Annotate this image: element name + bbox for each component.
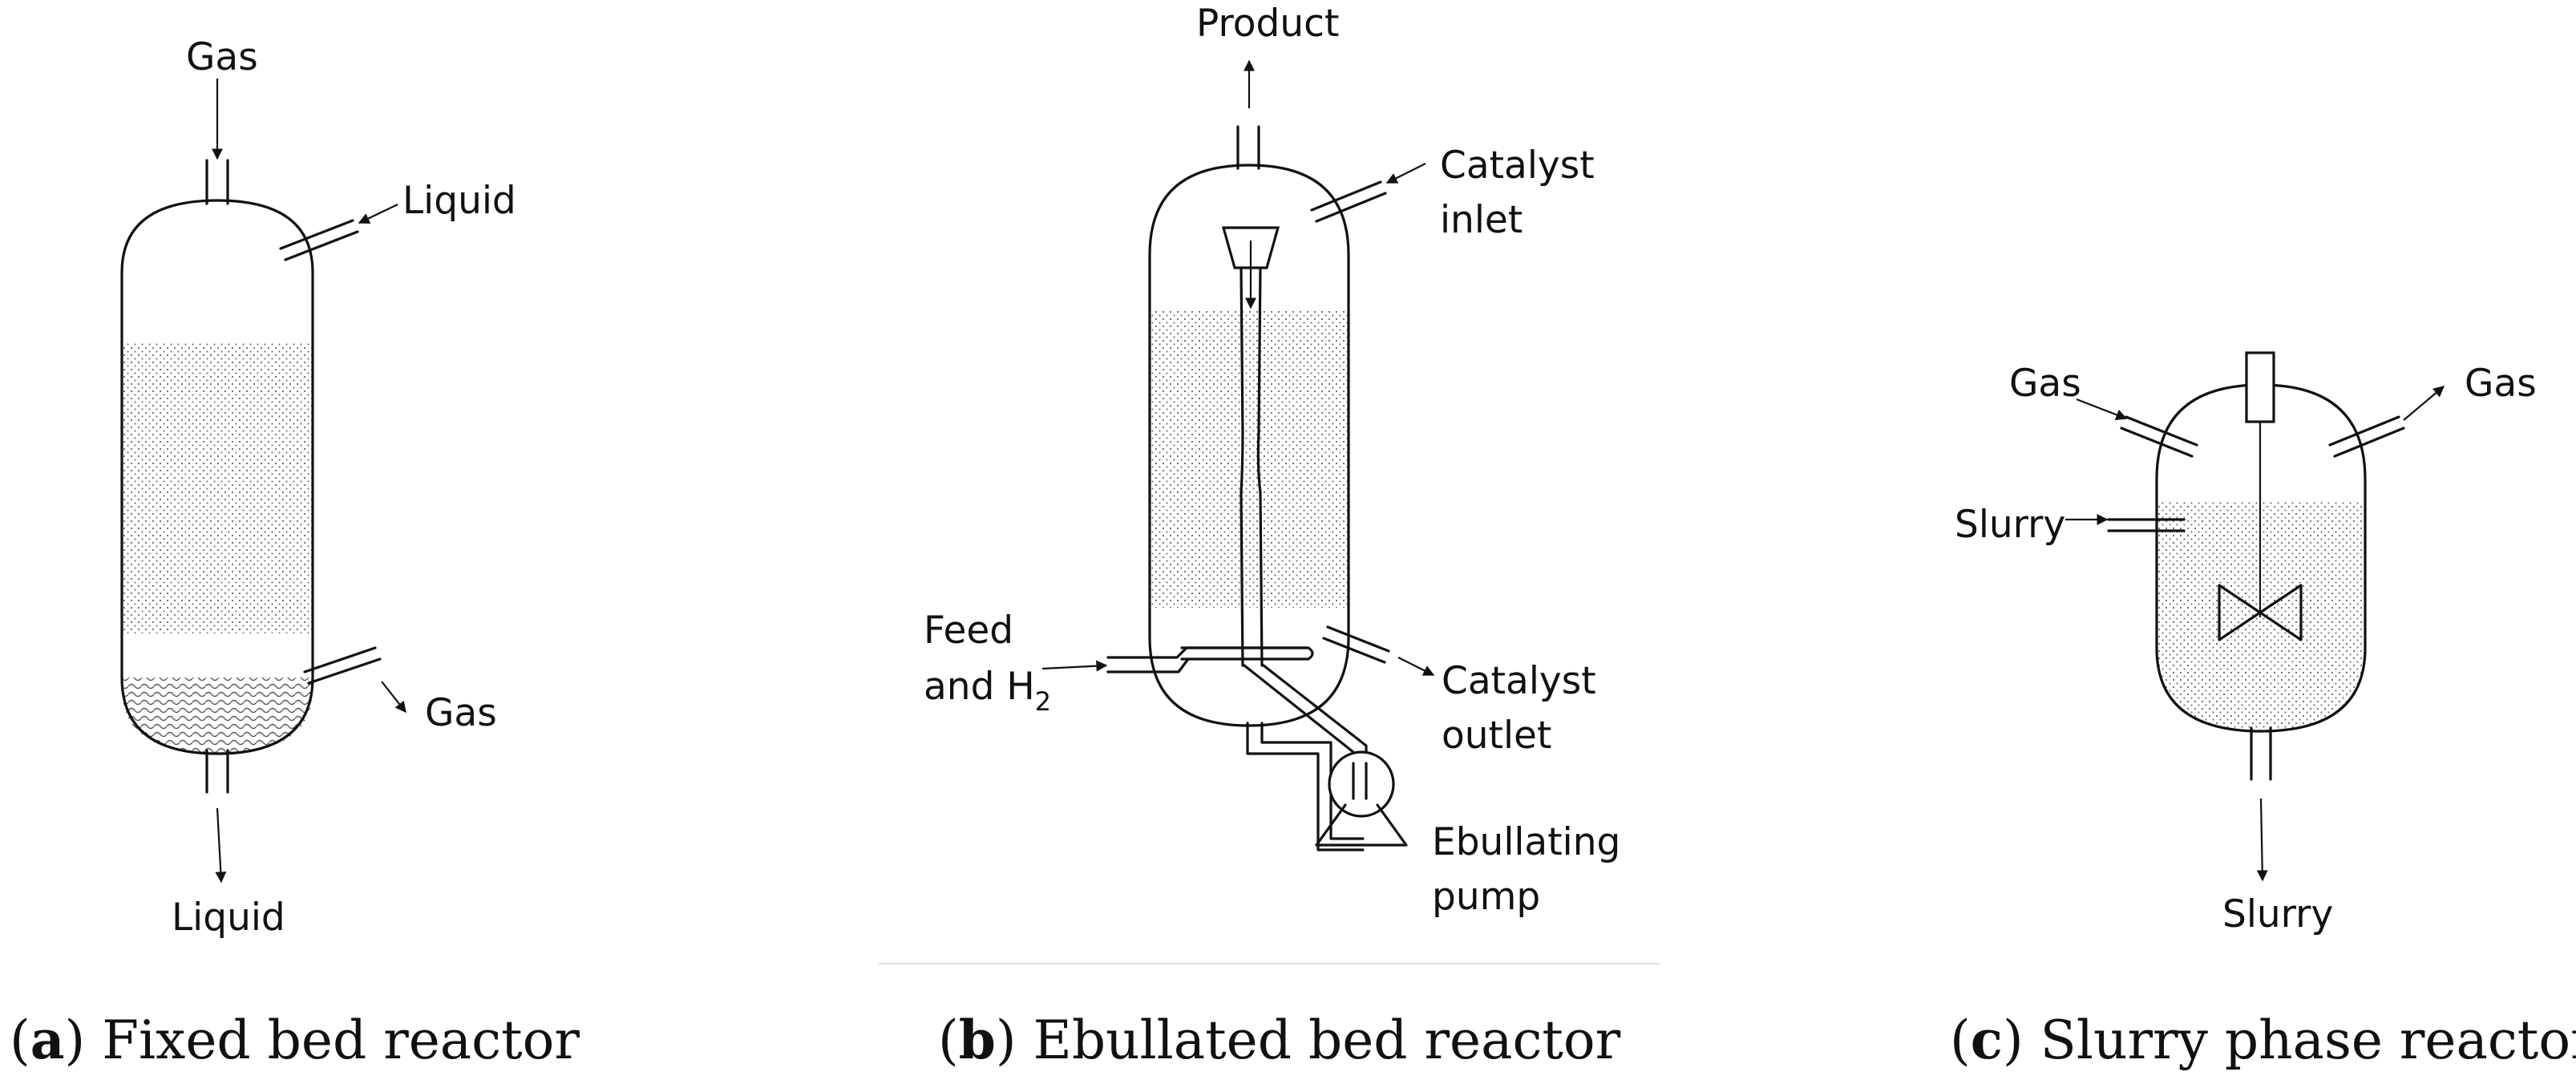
fixed-gas-outlet-label: Gas (425, 691, 497, 735)
caption-a: (a) Fixed bed reactor (10, 1009, 580, 1071)
fixed-liquid-outlet-label: Liquid (172, 896, 285, 940)
fixed-gas-inlet-label: Gas (186, 35, 258, 79)
slurry-gas-inlet-label: Gas (2009, 362, 2081, 406)
caption-c: (c) Slurry phase reactor (1950, 1009, 2576, 1071)
stirrer-motor (2245, 351, 2275, 423)
slurry-gas-outlet-label: Gas (2465, 362, 2537, 406)
caption-b: (b) Ebullated bed reactor (938, 1009, 1621, 1071)
pump-label-line2: pump (1432, 875, 1540, 919)
slurry-vessel (2155, 383, 2367, 733)
fixed-bed-vessel (120, 199, 314, 755)
panel-a-fixed-bed: Gas Liquid Gas Liquid (a) Fixed bed reac… (10, 35, 580, 1071)
catalyst-inlet-label-line2: inlet (1440, 198, 1523, 242)
catalyst-outlet-label-line1: Catalyst (1442, 659, 1596, 703)
pump-label-line1: Ebullating (1432, 820, 1620, 864)
catalyst-outlet-label-line2: outlet (1442, 714, 1551, 758)
feed-label-line1: Feed (924, 609, 1013, 653)
slurry-outlet-label: Slurry (2222, 892, 2333, 936)
feed-label-line2: and H2 (924, 665, 1051, 717)
catalyst-inlet-label-line1: Catalyst (1440, 144, 1595, 188)
packed-bed-region (122, 343, 313, 633)
liquid-pool-region (122, 677, 313, 754)
impeller-icon (2218, 584, 2303, 641)
ebullated-vessel (1148, 164, 1350, 727)
product-label: Product (1196, 2, 1339, 46)
slurry-inlet-label: Slurry (1955, 503, 2065, 547)
fixed-liquid-inlet-label: Liquid (402, 179, 516, 223)
expanded-bed-region (1150, 311, 1349, 608)
ebullating-pump (1328, 750, 1395, 818)
panel-b-ebullated-bed: Product Catalyst inlet Feed and H2 Catal… (879, 2, 1660, 1071)
panel-c-slurry-phase: Gas Gas Slurry Slurry (c) Slurry phase r… (1950, 351, 2576, 1071)
